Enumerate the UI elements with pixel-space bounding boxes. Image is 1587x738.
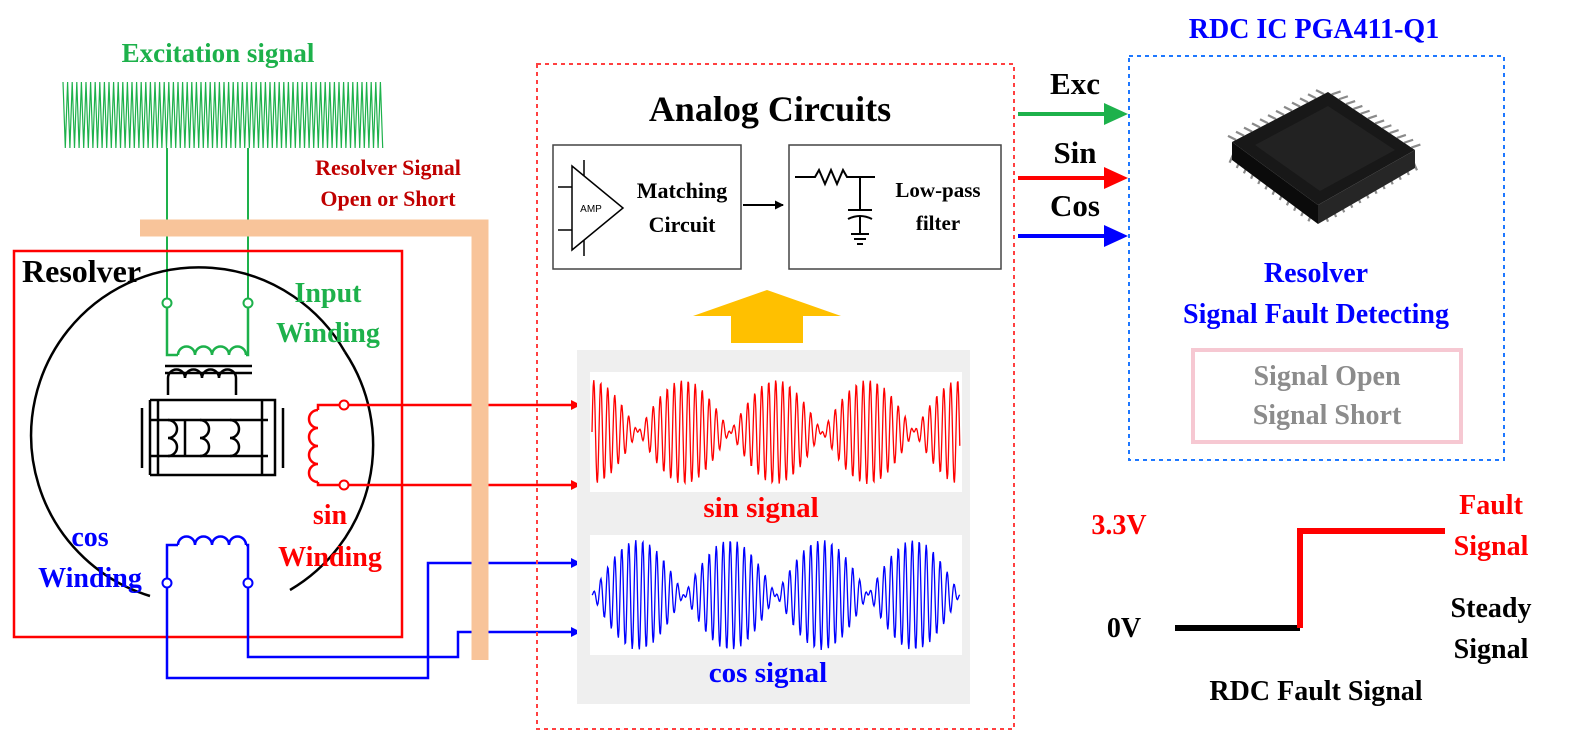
resolver-circle-right [289,351,375,592]
sin-terminal-top [338,399,350,411]
resolver-label: Resolver [22,253,141,289]
matching-line1: Matching [637,178,727,203]
rdc-fault-signal-label: RDC Fault Signal [1209,676,1422,707]
sin-winding-line2: Winding [278,542,382,573]
matching-line2: Circuit [649,212,716,237]
cos-winding-coil [165,535,250,583]
sin-label: Sin [1053,135,1096,170]
up-arrow [693,290,841,343]
transformer-icon [140,364,285,477]
cos-signal-label: cos signal [709,657,827,689]
voltage-low-label: 0V [1107,613,1141,644]
exc-label: Exc [1050,66,1100,101]
analog-circuits-title: Analog Circuits [649,89,891,129]
chip-icon [1227,89,1421,224]
analog-circuits-box [536,63,1015,730]
lowpass-line1: Low-pass [895,178,980,202]
ground-icon [851,233,869,245]
exc-arrow-head [1104,103,1128,125]
input-winding-line2: Winding [276,318,380,349]
resistor-icon [795,167,875,187]
fault-bar [140,219,489,660]
amplifier-icon [558,160,625,256]
sin-waveform [591,380,961,486]
input-winding-coil [165,303,250,357]
sin-signal-label: sin signal [703,492,818,524]
rdc-box [1128,55,1505,461]
fault-signal-line2: Signal [1454,531,1529,562]
sin-winding-line1: sin [313,500,348,531]
input-terminal-left [161,297,173,309]
fault-label-line2: Open or Short [320,186,456,211]
sin-arrow-head [1104,167,1128,189]
steady-signal-line2: Signal [1454,634,1529,665]
signal-open-label: Signal Open [1253,361,1400,392]
signal-status-box [1191,348,1463,444]
lowpass-filter-box [788,144,1002,270]
cos-label: Cos [1050,188,1100,223]
cos-winding-line2: Winding [38,563,142,594]
cos-terminal-right [242,577,254,589]
cos-waveform [591,539,961,650]
voltage-high-label: 3.3V [1091,510,1146,541]
resolver-circle [29,266,347,598]
input-terminal-right [242,297,254,309]
excitation-signal-label: Excitation signal [122,38,315,68]
input-winding-line1: Input [295,278,363,309]
rdc-detect-line2: Signal Fault Detecting [1183,299,1449,330]
cos-wire-inner [246,587,581,659]
lowpass-line2: filter [916,211,960,235]
cos-winding-line1: cos [71,522,108,553]
fault-signal-line1: Fault [1459,490,1523,521]
cos-arrow-head [1104,225,1128,247]
steady-signal-line1: Steady [1451,593,1532,624]
excitation-waveform [62,81,384,149]
fault-label-line1: Resolver Signal [315,155,461,180]
cos-wire-outer [165,558,581,680]
rdc-detect-line1: Resolver [1264,258,1368,289]
sin-winding-coil [307,403,344,487]
cos-terminal-left [161,577,173,589]
fault-level-line [1297,528,1445,628]
rdc-title: RDC IC PGA411-Q1 [1189,14,1439,45]
signal-short-label: Signal Short [1253,400,1402,431]
resolver-box [12,249,404,639]
sin-terminal-bottom [338,479,350,491]
amp-label: AMP [580,204,602,215]
capacitor-icon [847,177,873,234]
